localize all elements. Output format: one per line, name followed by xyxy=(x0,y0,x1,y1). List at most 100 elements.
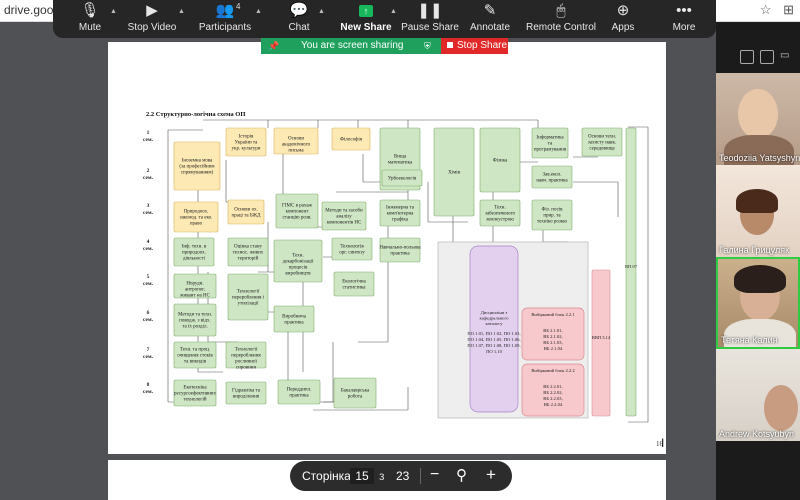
diagram-text: Технології xyxy=(237,290,260,295)
svg-text:ПО 1.07, ПО 1.08, ПО 1.09,: ПО 1.07, ПО 1.08, ПО 1.09, xyxy=(467,343,520,349)
grid-view-icon[interactable] xyxy=(760,50,774,64)
video-tile[interactable]: Andrew Kotsyubyn xyxy=(716,349,800,441)
diagram-text: Гідравліка та xyxy=(232,389,261,394)
svg-text:ПО 1.10: ПО 1.10 xyxy=(486,349,503,354)
diagram-text: укр. культури xyxy=(232,147,261,152)
participant-name: Teodoziia Yatsyshyn xyxy=(719,153,800,163)
diagram-text: робота xyxy=(348,395,363,400)
extensions-icon[interactable]: ⊞ xyxy=(783,2,794,17)
zoom-out-button[interactable]: − xyxy=(430,466,440,483)
diagram-text: середовища xyxy=(589,147,615,152)
diagram-text: Навчально-польова xyxy=(379,246,421,251)
diagram-text: академічного xyxy=(282,143,311,148)
diagram-text: практика xyxy=(390,252,410,257)
diagram-text: математика xyxy=(388,161,413,166)
diagram-text: Вибірковий блок 2.2.1 xyxy=(531,312,575,317)
diagram-text: графіка xyxy=(392,218,409,223)
diagram-text: Основи xyxy=(288,137,304,142)
diagram-text: діяльності xyxy=(183,257,206,262)
diagram-text: сировини xyxy=(236,366,257,371)
svg-text:сем.: сем. xyxy=(143,246,154,252)
diagram-text: право xyxy=(190,222,203,227)
zoom-in-button[interactable]: + xyxy=(486,465,496,484)
participant-name: Галина Грицуляк xyxy=(719,245,790,255)
diagram-text: прир. та xyxy=(543,214,561,219)
svg-text:8: 8 xyxy=(147,382,150,388)
svg-text:6: 6 xyxy=(147,310,150,316)
diagram-text: Техн. та проц. xyxy=(180,348,210,353)
diagram-text: кафедрального xyxy=(479,316,509,321)
diagram-box: Природоох.законод. та еко.право xyxy=(173,201,219,233)
diagram-text: статистика xyxy=(342,286,366,291)
diagram-text: компонентів НС xyxy=(327,221,362,226)
diagram-text: декарбонізації xyxy=(283,260,314,265)
diagram-text: ВВП 3.14 xyxy=(592,335,611,340)
diagram-text: Норуди. xyxy=(186,282,203,287)
diagram-text: Техн. xyxy=(494,206,505,211)
diagram-text: Фіз. посів xyxy=(541,208,563,213)
diagram-text: та xyxy=(548,142,553,147)
elective-block: Вибірковий блок 2.2.1ВБ 2.1.01,ВБ 2.1.02… xyxy=(521,307,585,361)
page-marker: 16 xyxy=(656,440,663,448)
svg-text:сем.: сем. xyxy=(143,389,154,395)
svg-text:5: 5 xyxy=(147,274,150,280)
stop-share-button[interactable]: Stop Share xyxy=(441,38,508,54)
video-tile-active-speaker[interactable]: Тетяна Калин xyxy=(716,257,800,349)
url-text[interactable]: drive.goog xyxy=(4,3,61,17)
diagram-text: Історія xyxy=(239,135,254,140)
diagram-box: Хімія xyxy=(433,127,475,217)
diagram-text: Іноземна мова xyxy=(182,159,213,164)
diagram-text: територій xyxy=(238,257,259,262)
diagram-text: Техн. xyxy=(292,254,303,259)
page-number-input[interactable] xyxy=(350,468,374,484)
meeting-toolbar: 🎙 Mute ▲ ▶ Stop Video ▲ 👥 4 Participants… xyxy=(0,0,800,38)
screen-share-banner: 📌 You are screen sharing ⛨ Stop Share xyxy=(261,38,508,54)
minimize-icon[interactable]: ▭ xyxy=(780,50,790,61)
diagram-text: практика xyxy=(284,321,304,326)
diagram-box: Переддипл.практика xyxy=(277,379,321,405)
diagram-text: забезпеченого xyxy=(485,212,516,217)
zoom-magnifier-icon[interactable]: ⚲ xyxy=(456,467,467,484)
diagram-text: України та xyxy=(235,141,258,146)
diagram-text: ресурсоефективних xyxy=(174,392,216,397)
diagram-text: живант на НС xyxy=(179,294,211,299)
diagram-box: ВВП 3.14 xyxy=(591,269,611,417)
diagram-text: Вибірковий блок 2.2.2 xyxy=(531,368,575,373)
star-icon[interactable]: ☆ xyxy=(759,2,772,17)
svg-text:сем.: сем. xyxy=(143,317,154,323)
diagram-text: захисту навк. xyxy=(588,141,616,146)
meeting-toolbar-bar xyxy=(53,0,716,38)
layout-icon[interactable] xyxy=(740,50,754,64)
svg-text:сем.: сем. xyxy=(143,175,154,181)
diagram-text: Екотехніка xyxy=(183,386,207,391)
video-tile[interactable]: Teodoziia Yatsyshyn xyxy=(716,73,800,165)
diagram-text: антропог. xyxy=(185,288,205,293)
page-navigation: Сторінка з 23 − ⚲ + xyxy=(290,461,512,491)
page-label: Сторінка xyxy=(302,469,351,483)
video-tile[interactable]: Галина Грицуляк xyxy=(716,165,800,257)
diagram-text: навч. практика xyxy=(536,179,568,184)
diagram-text: технологій xyxy=(183,398,206,403)
diagram-text: Оцінка стану xyxy=(234,245,263,250)
diagram-text: рослинної xyxy=(235,360,257,365)
pin-icon[interactable]: 📌 xyxy=(268,41,280,51)
diagram-text: письма xyxy=(288,149,304,154)
diagram-text: станцію розв. xyxy=(283,216,312,221)
share-status: 📌 You are screen sharing ⛨ xyxy=(261,38,441,54)
